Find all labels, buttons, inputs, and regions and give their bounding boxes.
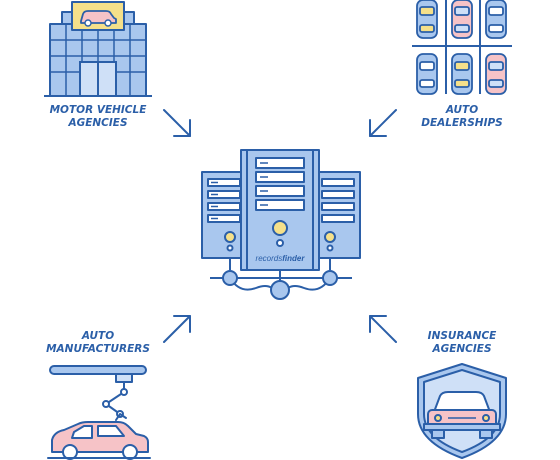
insurance-shield-car-icon	[417, 363, 507, 459]
arrow-from-auto-dealerships	[369, 109, 397, 137]
label-line: MOTOR VEHICLE	[49, 104, 147, 116]
arrow-from-auto-manufacturers	[163, 315, 191, 343]
label-line: AUTO	[81, 330, 115, 342]
label-line: INSURANCE	[427, 330, 497, 342]
parking-lot-icon	[412, 0, 512, 95]
label-line: DEALERSHIPS	[421, 117, 503, 129]
label-line: AGENCIES	[432, 343, 492, 355]
dmv-building-icon	[44, 1, 152, 97]
label-insurance-agencies: INSURANCE AGENCIES	[410, 330, 514, 356]
label-motor-vehicle-agencies: MOTOR VEHICLE AGENCIES	[42, 104, 154, 130]
label-line: AGENCIES	[68, 117, 128, 129]
label-auto-dealerships: AUTO DEALERSHIPS	[410, 104, 514, 130]
records-server-icon: recordsfinder	[201, 149, 361, 300]
label-line: AUTO	[445, 104, 479, 116]
label-line: MANUFACTURERS	[46, 343, 150, 355]
label-auto-manufacturers: AUTO MANUFACTURERS	[42, 330, 154, 356]
server-brand-label: recordsfinder	[256, 254, 306, 263]
arrow-from-motor-vehicle-agencies	[163, 109, 191, 137]
arrow-from-insurance-agencies	[369, 315, 397, 343]
robot-arm-car-icon	[47, 365, 151, 460]
